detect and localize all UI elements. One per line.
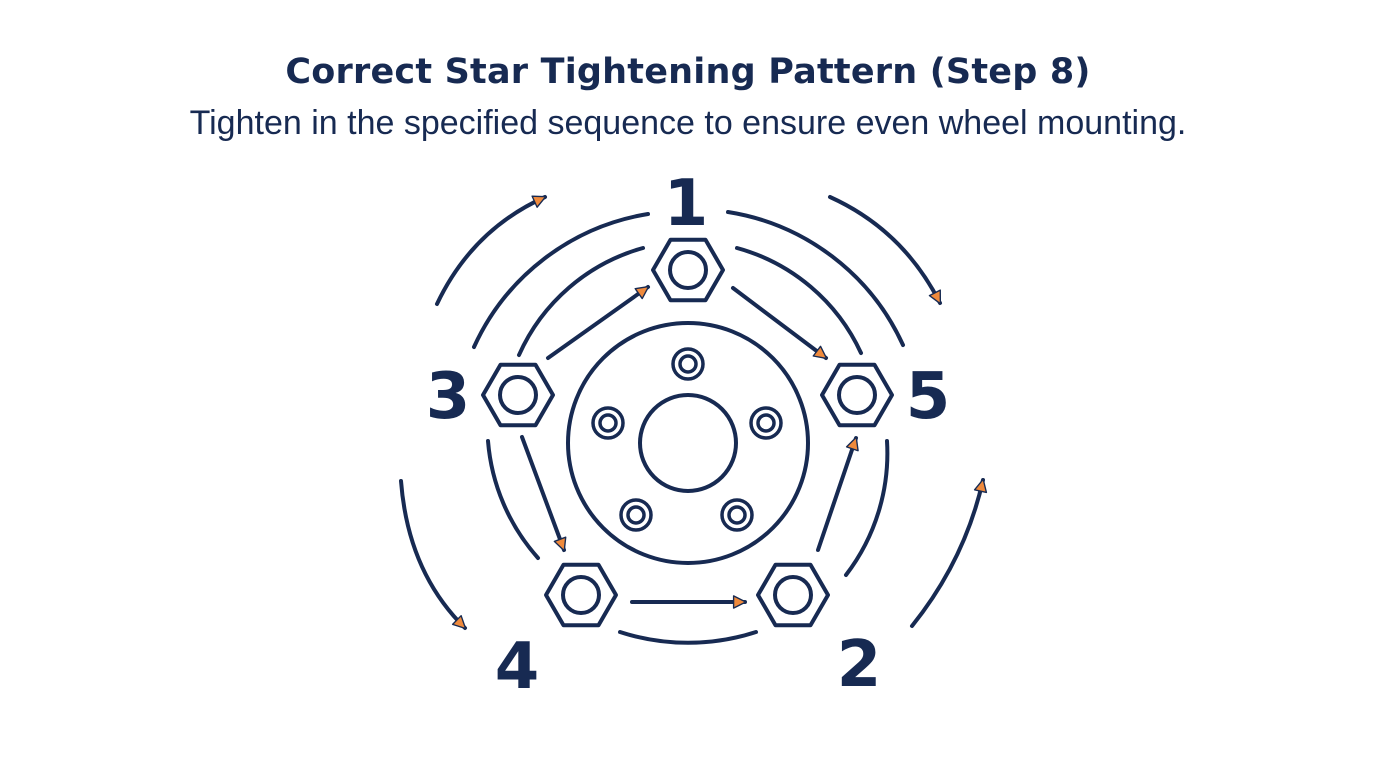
arrow-icon xyxy=(816,436,859,552)
lug-nut-4 xyxy=(544,562,618,628)
inner-arcs xyxy=(486,246,890,645)
hex-nut-icon xyxy=(544,562,618,628)
hex-nut-icon xyxy=(481,362,555,428)
outer-arrows xyxy=(399,195,988,630)
arrow-icon xyxy=(399,479,467,630)
arrow-icon xyxy=(520,435,567,552)
sequence-number-2: 2 xyxy=(837,628,882,702)
arrow-icon xyxy=(731,286,828,360)
diagram-subtitle: Tighten in the specified sequence to ens… xyxy=(189,104,1187,142)
sequence-number-4: 4 xyxy=(495,630,540,704)
stud-hole-icon xyxy=(749,406,783,440)
sequence-number-1: 1 xyxy=(664,167,709,241)
stud-hole-icon xyxy=(720,498,754,532)
arrow-icon xyxy=(910,478,988,628)
sequence-arrows xyxy=(520,285,859,609)
hex-nut-icon xyxy=(651,237,725,303)
middle-arcs xyxy=(472,210,905,349)
lug-nut-2 xyxy=(756,562,830,628)
sequence-number-3: 3 xyxy=(426,360,471,434)
lug-nut-5 xyxy=(820,362,894,428)
hex-nut-icon xyxy=(820,362,894,428)
stud-hole-icon xyxy=(591,406,625,440)
arrow-icon xyxy=(435,195,547,306)
lug-nut-3 xyxy=(481,362,555,428)
stud-hole-icon xyxy=(671,347,705,381)
arrow-icon xyxy=(828,195,942,305)
hex-nut-icon xyxy=(756,562,830,628)
stud-hole-icon xyxy=(619,498,653,532)
wheel-hub-icon xyxy=(566,321,810,565)
arrow-icon xyxy=(546,285,650,360)
lug-nut-1 xyxy=(651,237,725,303)
diagram-title: Correct Star Tightening Pattern (Step 8) xyxy=(285,52,1091,92)
stud-holes xyxy=(591,347,783,532)
sequence-number-5: 5 xyxy=(906,360,951,434)
